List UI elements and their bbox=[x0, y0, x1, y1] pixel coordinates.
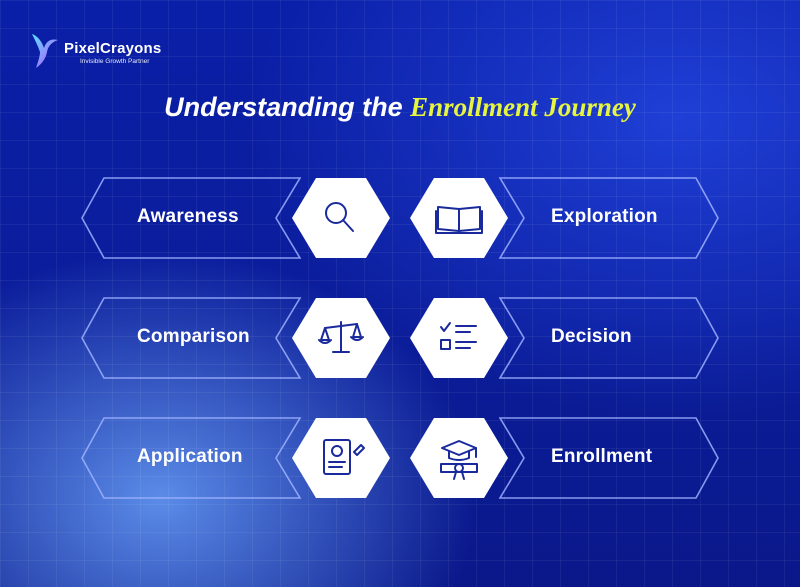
application-form-icon bbox=[323, 439, 365, 475]
decision-panel bbox=[498, 297, 719, 379]
stage-label-enrollment: Enrollment bbox=[551, 446, 653, 467]
awareness-panel bbox=[81, 177, 302, 259]
decision-hexagon bbox=[410, 298, 508, 378]
title-prefix: Understanding the bbox=[164, 92, 403, 122]
hummingbird-icon bbox=[32, 34, 58, 68]
application-panel bbox=[81, 417, 302, 499]
brand-tagline: Invisible Growth Partner bbox=[80, 58, 150, 65]
stage-label-decision: Decision bbox=[551, 326, 632, 347]
enrollment-panel bbox=[498, 417, 719, 499]
stage-label-exploration: Exploration bbox=[551, 206, 658, 227]
brand-logo: PixelCrayons Invisible Growth Partner bbox=[28, 30, 161, 70]
search-icon bbox=[325, 202, 354, 232]
application-hexagon bbox=[292, 418, 390, 498]
checklist-icon bbox=[440, 322, 477, 350]
comparison-panel bbox=[81, 297, 302, 379]
page-title: Understanding the Enrollment Journey bbox=[0, 92, 800, 123]
exploration-panel bbox=[498, 177, 719, 259]
stage-label-comparison: Comparison bbox=[137, 326, 250, 347]
brand-name: PixelCrayons bbox=[64, 40, 162, 57]
book-icon bbox=[435, 206, 483, 234]
scales-icon bbox=[318, 321, 364, 353]
stage-label-application: Application bbox=[137, 446, 243, 467]
enrollment-hexagon bbox=[410, 418, 508, 498]
graduation-cap-icon bbox=[440, 440, 478, 480]
awareness-hexagon bbox=[292, 178, 390, 258]
stage-label-awareness: Awareness bbox=[137, 206, 239, 227]
title-highlight: Enrollment Journey bbox=[410, 92, 636, 122]
